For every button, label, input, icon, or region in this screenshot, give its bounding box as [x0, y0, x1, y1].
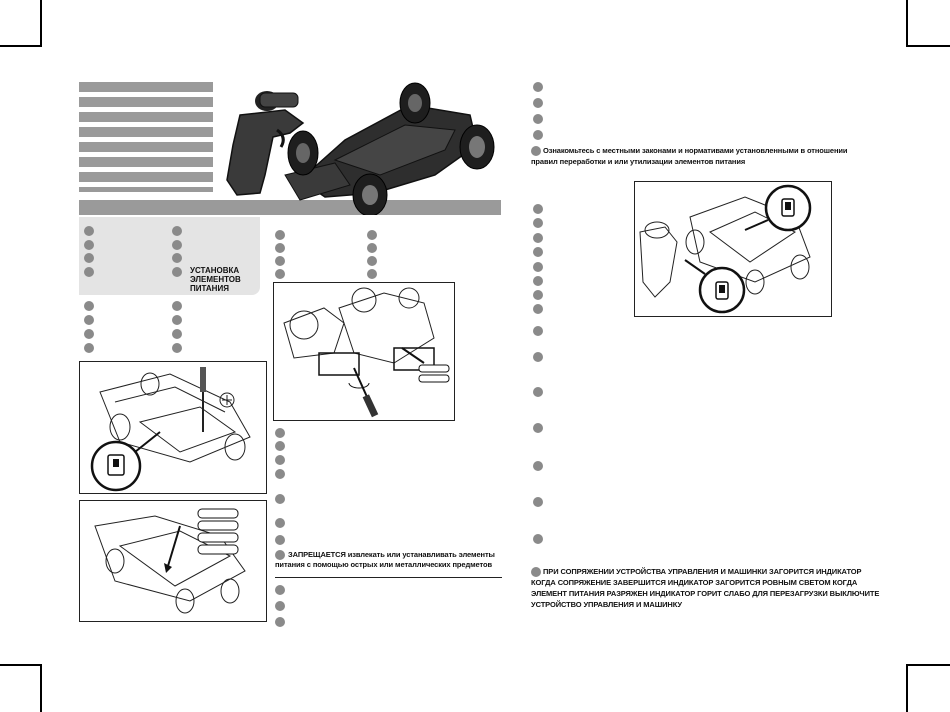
bullet-icon: [533, 204, 543, 214]
bullet-icon: [275, 428, 285, 438]
bullet-icon: [533, 461, 543, 471]
spec-panel: [79, 217, 260, 295]
header-bar: [79, 97, 213, 107]
crop-mark: [906, 45, 950, 47]
bullet-icon: [533, 276, 543, 286]
bullet-icon: [84, 226, 94, 236]
bullet-icon: [533, 233, 543, 243]
bullet-icon: [533, 290, 543, 300]
label-line: УСТАНОВКА: [190, 266, 240, 275]
battery-insert-diagram: [79, 500, 267, 622]
recycle-notice-line2: правил переработки и или утилизации элем…: [531, 157, 746, 166]
header-bar: [79, 172, 213, 182]
crop-mark: [40, 0, 42, 45]
pairing-diagram: [634, 181, 832, 317]
bullet-icon: [367, 256, 377, 266]
bullet-icon: [84, 301, 94, 311]
bullet-icon: [275, 585, 285, 595]
pairing-notice-line1: ПРИ СОПРЯЖЕНИИ УСТРОЙСТВА УПРАВЛЕНИЯ И М…: [543, 567, 862, 576]
bullet-icon: [533, 304, 543, 314]
bullet-icon: [172, 240, 182, 250]
forbidden-notice: ЗАПРЕЩАЕТСЯ извлекать или устанавливать …: [288, 550, 503, 560]
bullet-icon: [172, 301, 182, 311]
bullet-icon: [367, 230, 377, 240]
bullet-icon: [84, 329, 94, 339]
divider: [275, 577, 502, 578]
bullet-icon: [275, 469, 285, 479]
bullet-icon: [275, 269, 285, 279]
bullet-icon: [275, 441, 285, 451]
recycle-notice: Ознакомьтесь с местными законами и норма…: [543, 146, 848, 155]
pairing-notice-line4: УСТРОЙСТВО УПРАВЛЕНИЯ И МАШИНКУ: [531, 600, 682, 609]
bullet-icon: [172, 343, 182, 353]
battery-install-label: УСТАНОВКА ЭЛЕМЕНТОВ ПИТАНИЯ: [190, 266, 241, 293]
bullet-icon: [275, 230, 285, 240]
pairing-notice-line3: ЭЛЕМЕНТ ПИТАНИЯ РАЗРЯЖЕН ИНДИКАТОР ГОРИТ…: [531, 589, 880, 598]
bullet-icon: [533, 114, 543, 124]
bullet-icon: [275, 256, 285, 266]
crop-mark: [906, 664, 908, 712]
bullet-icon: [84, 267, 94, 277]
bullet-icon: [84, 315, 94, 325]
forbidden-text: извлекать или устанавливать элементы: [345, 550, 495, 559]
header-bar: [79, 187, 213, 192]
bullet-icon: [275, 601, 285, 611]
bullet-icon: [533, 387, 543, 397]
bullet-icon: [84, 240, 94, 250]
pairing-bullet-icon: [531, 567, 541, 577]
bullet-icon: [172, 226, 182, 236]
bullet-icon: [533, 82, 543, 92]
bullet-icon: [533, 326, 543, 336]
bullet-icon: [533, 98, 543, 108]
header-bar: [79, 82, 213, 92]
switch-diagram: [79, 361, 267, 494]
bullet-icon: [533, 247, 543, 257]
warning-bullet-icon: [275, 550, 285, 560]
bullet-icon: [533, 218, 543, 228]
header-bar: [79, 157, 213, 167]
crop-mark: [0, 45, 42, 47]
bullet-icon: [275, 617, 285, 627]
bullet-icon: [84, 253, 94, 263]
pairing-notice-line2: КОГДА СОПРЯЖЕНИЕ ЗАВЕРШИТСЯ ИНДИКАТОР ЗА…: [531, 578, 858, 587]
crop-mark: [906, 0, 908, 45]
bullet-icon: [533, 130, 543, 140]
recycle-bullet-icon: [531, 146, 541, 156]
crop-mark: [0, 664, 42, 666]
bullet-icon: [275, 243, 285, 253]
bullet-icon: [533, 262, 543, 272]
bullet-icon: [275, 455, 285, 465]
bullet-icon: [533, 534, 543, 544]
header-bar: [79, 127, 213, 137]
product-photo: [226, 82, 495, 215]
bullet-icon: [172, 329, 182, 339]
bullet-icon: [533, 497, 543, 507]
label-line: ЭЛЕМЕНТОВ: [190, 275, 241, 284]
bullet-icon: [367, 269, 377, 279]
crop-mark: [906, 664, 950, 666]
bullet-icon: [84, 343, 94, 353]
bullet-icon: [275, 494, 285, 504]
crop-mark: [40, 664, 42, 712]
bullet-icon: [172, 315, 182, 325]
bullet-icon: [275, 518, 285, 528]
header-bar: [79, 142, 213, 152]
bullet-icon: [275, 535, 285, 545]
header-bar: [79, 112, 213, 122]
bullet-icon: [172, 267, 182, 277]
forbidden-keyword: ЗАПРЕЩАЕТСЯ: [288, 550, 346, 559]
battery-install-diagram: [273, 282, 455, 421]
label-line: ПИТАНИЯ: [190, 284, 229, 293]
bullet-icon: [367, 243, 377, 253]
forbidden-notice-line2: питания с помощью острых или металлическ…: [275, 560, 492, 569]
bullet-icon: [172, 253, 182, 263]
bullet-icon: [533, 352, 543, 362]
bullet-icon: [533, 423, 543, 433]
header-band: [79, 200, 501, 215]
